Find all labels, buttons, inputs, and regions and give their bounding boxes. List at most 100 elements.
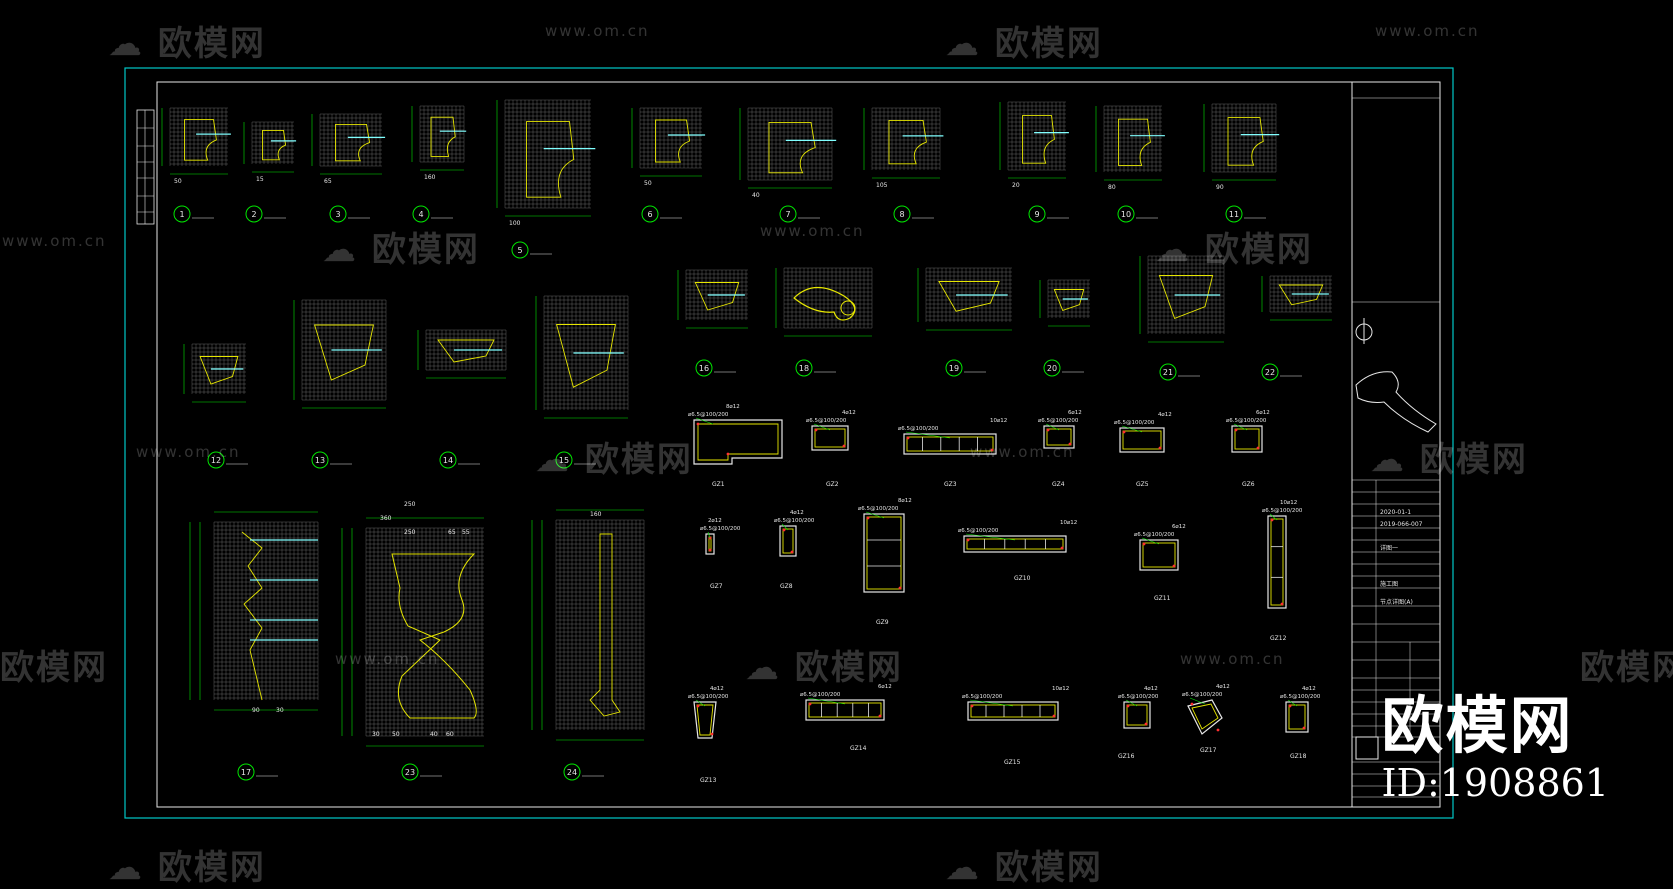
profile-outline <box>526 121 575 198</box>
rebar-dot <box>696 704 700 708</box>
column-label: GZ15 <box>1004 759 1021 766</box>
column-label: GZ6 <box>1242 481 1255 488</box>
profile-outline <box>199 356 239 385</box>
detail-number: 9 <box>1034 210 1039 219</box>
watermark-logo: ☁ 欧模网 <box>745 648 903 688</box>
stirrup-label: ⌀6.5@100/200 <box>700 526 741 532</box>
rebar-label: 6⌀12 <box>1068 410 1082 416</box>
rebar-dot <box>1270 518 1274 522</box>
column-section-outline <box>705 533 715 555</box>
profile-outline <box>1118 118 1151 166</box>
leader-line <box>707 531 711 539</box>
detail-number-marker <box>329 205 347 223</box>
detail-number: 1 <box>179 210 184 219</box>
detail-number: 3 <box>335 210 340 219</box>
stirrup-label: ⌀6.5@100/200 <box>1118 694 1159 700</box>
rebar-dot <box>726 452 730 456</box>
rebar-dot <box>1126 704 1130 708</box>
detail-number-marker <box>237 763 255 781</box>
stirrup-outline <box>1142 542 1176 568</box>
leader-line <box>1141 537 1160 545</box>
ornament-scroll <box>793 286 856 321</box>
detail-grid <box>747 107 833 181</box>
rebar-dot <box>1172 564 1176 568</box>
brand-name: 欧模网 <box>1381 689 1574 762</box>
column-section-outline <box>1285 701 1309 733</box>
rebar-dot <box>1052 714 1056 718</box>
dimension-text: 100 <box>509 220 521 227</box>
rebar-label: 2⌀12 <box>708 518 722 524</box>
inner-frame <box>156 81 1441 808</box>
detail-number-marker <box>563 763 581 781</box>
profile-outline <box>655 119 691 163</box>
detail-number: 24 <box>567 768 577 777</box>
detail-number: 11 <box>1229 210 1239 219</box>
title-block-rows <box>1352 97 1440 798</box>
detail-number-marker <box>1117 205 1135 223</box>
watermark-logo: ☁ 欧模网 <box>1370 440 1528 480</box>
detail-grid <box>419 105 465 163</box>
column-section-outline <box>779 525 797 557</box>
title-block-entry: 2019-066-007 <box>1380 521 1423 528</box>
company-logo <box>1355 736 1379 760</box>
dimension-text: 250 <box>404 529 416 536</box>
watermark-url: www.om.cn <box>2 232 107 250</box>
detail-grid <box>685 269 748 320</box>
profile-outline <box>556 324 616 388</box>
column-section-outline <box>1139 539 1179 571</box>
rebar-label: 10⌀12 <box>990 418 1007 424</box>
leader-line <box>865 511 885 519</box>
detail-number-marker <box>511 241 529 259</box>
title-block-entry: 2020-01-1 <box>1380 509 1411 516</box>
column-section-outline <box>805 699 885 721</box>
detail-number: 8 <box>899 210 904 219</box>
column-label: GZ11 <box>1154 595 1171 602</box>
rebar-dot <box>1122 430 1126 434</box>
column-label: GZ3 <box>944 481 957 488</box>
left-binding-strip <box>136 109 155 225</box>
title-block <box>1351 81 1441 808</box>
stirrup-label: ⌀6.5@100/200 <box>958 528 999 534</box>
detail-number: 4 <box>418 210 423 219</box>
stirrup-outline <box>866 516 902 590</box>
profile-outline <box>335 123 371 162</box>
rebar-label: 6⌀12 <box>1256 410 1270 416</box>
profile-outline <box>938 281 1000 312</box>
rebar-dot <box>1288 704 1292 708</box>
rebar-dot <box>866 516 870 520</box>
column-section-outline <box>693 419 783 465</box>
dimension-text: 30 <box>372 731 380 738</box>
detail-grid <box>365 527 484 737</box>
rebar-dot <box>970 704 974 708</box>
dimension-text: 50 <box>392 731 400 738</box>
rebar-dot <box>1256 446 1260 450</box>
rebar-label: 4⌀12 <box>1144 686 1158 692</box>
rebar-label: 4⌀12 <box>1216 684 1230 690</box>
column-label: GZ1 <box>712 481 725 488</box>
detail-grid <box>213 521 319 700</box>
watermark-logo: 欧模网 <box>0 648 108 688</box>
column-section-outline <box>811 425 849 451</box>
detail-grid <box>169 107 228 166</box>
leader-line <box>695 699 706 707</box>
rebar-label: 4⌀12 <box>1158 412 1172 418</box>
detail-number-marker <box>173 205 191 223</box>
dimension-text: 50 <box>174 178 182 185</box>
detail-number-marker <box>401 763 419 781</box>
rebar-dot <box>708 548 712 552</box>
stirrup-outline <box>970 704 1056 718</box>
stirrup-label: ⌀6.5@100/200 <box>1262 508 1303 514</box>
profile-outline <box>589 533 621 717</box>
profile-outline <box>1227 117 1264 166</box>
detail-grid <box>871 107 941 170</box>
stirrup-label: ⌀6.5@100/200 <box>1280 694 1321 700</box>
profile-outline <box>1278 284 1324 306</box>
stirrup-label: ⌀6.5@100/200 <box>898 426 939 432</box>
detail-number: 20 <box>1047 364 1057 373</box>
column-section-outline <box>863 513 905 593</box>
leader-line <box>969 699 1014 707</box>
stirrup-label: ⌀6.5@100/200 <box>806 418 847 424</box>
